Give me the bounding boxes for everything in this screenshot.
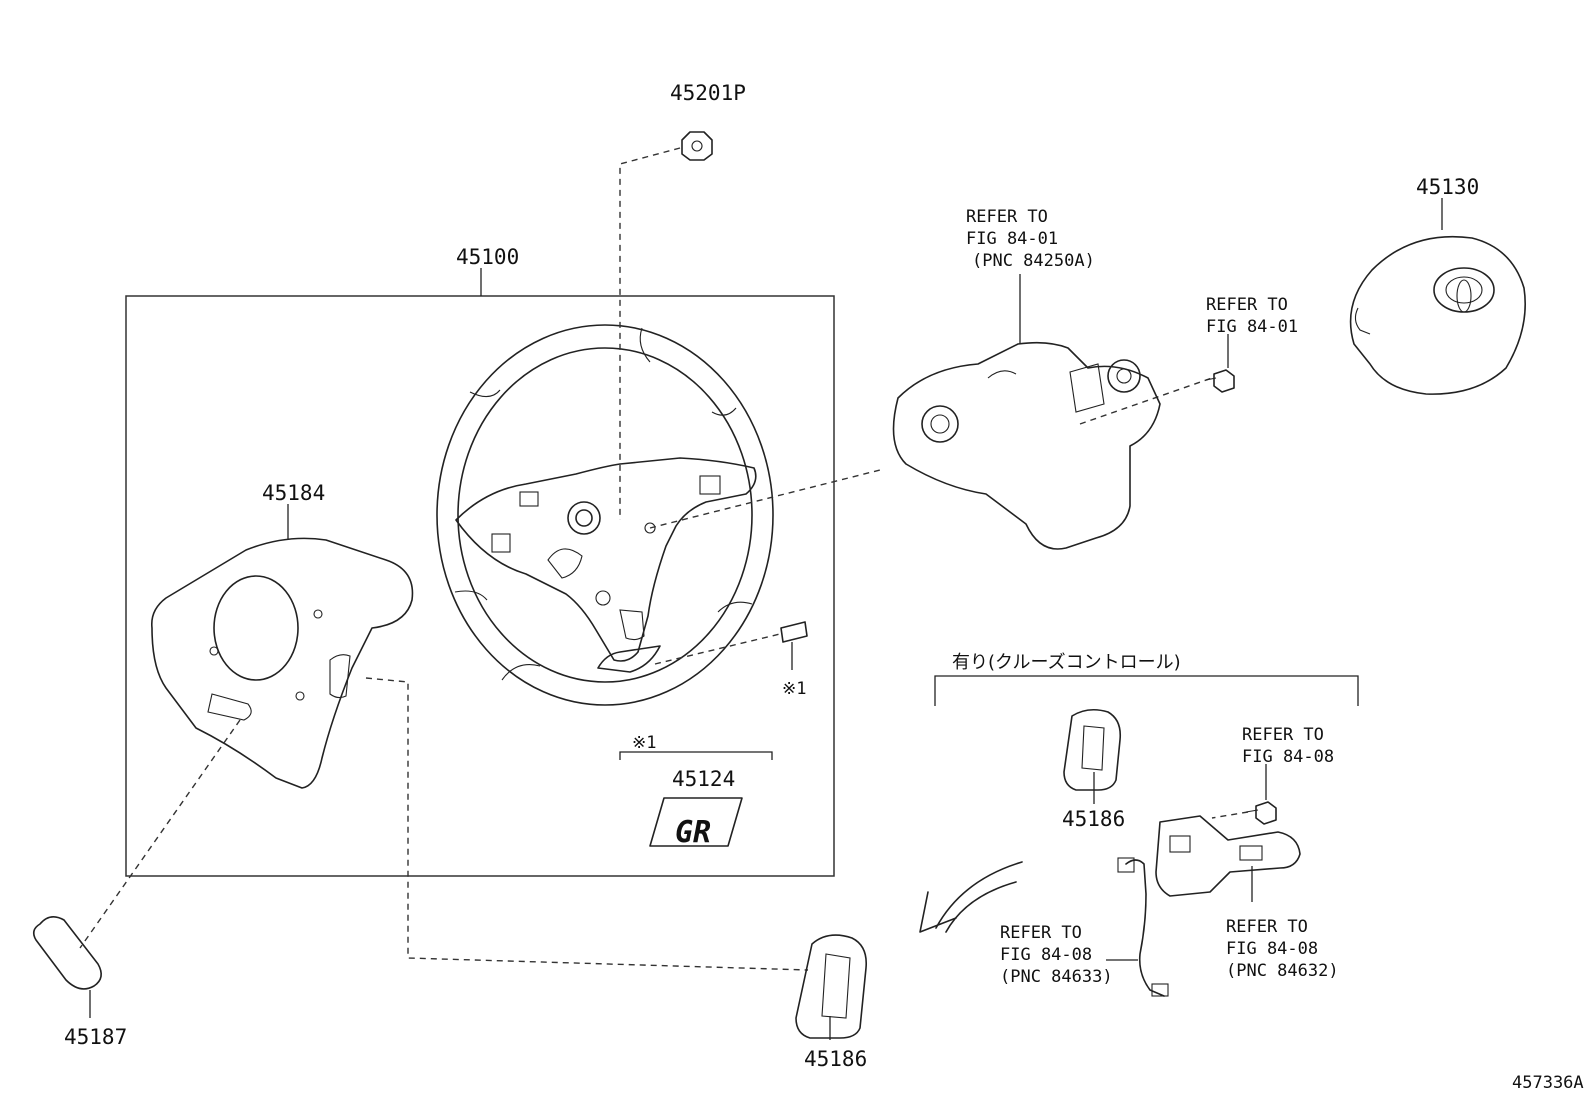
ref-84633-line-3: (PNC 84633) bbox=[1000, 967, 1113, 987]
label-45186-bottom: 45186 bbox=[804, 1047, 867, 1071]
ref-84633: REFER TO FIG 84-08 (PNC 84633) bbox=[1000, 923, 1113, 987]
cap-45187-drawing bbox=[32, 916, 102, 990]
drawing-id: 457336A bbox=[1512, 1073, 1584, 1093]
cruise-switch-drawing bbox=[1155, 815, 1301, 897]
direction-arrow-icon bbox=[919, 861, 1023, 933]
ref-84250A: REFER TO FIG 84-01 (PNC 84250A) bbox=[966, 207, 1095, 271]
marker-1: ※1 bbox=[782, 679, 806, 699]
switch-45186-top-drawing bbox=[1063, 708, 1122, 791]
label-45184: 45184 bbox=[262, 481, 325, 505]
gr-emblem-text: GR bbox=[675, 815, 711, 850]
nut-leader-dashed bbox=[619, 147, 681, 520]
ref-84632-line-2: FIG 84-08 bbox=[1226, 939, 1318, 959]
airbag-45130-drawing bbox=[1349, 235, 1526, 395]
bolt-84-01-drawing bbox=[1205, 369, 1235, 393]
cruise-group-bracket bbox=[934, 675, 1359, 706]
ref-84250A-line-2: FIG 84-01 bbox=[966, 229, 1058, 249]
steering-wheel-assembly-box bbox=[125, 268, 835, 877]
nut-45201P-drawing bbox=[681, 131, 713, 161]
bolt-84-08-drawing bbox=[1245, 801, 1277, 825]
label-45130: 45130 bbox=[1416, 175, 1479, 199]
lower-cover-to-45187-dashed bbox=[79, 719, 241, 949]
label-45187: 45187 bbox=[64, 1025, 127, 1049]
lower-cover-45184-drawing bbox=[150, 537, 414, 789]
cruise-control-group-label: 有り(クルーズコントロール) bbox=[952, 652, 1181, 673]
ref-84-01-bolt-line-1: REFER TO bbox=[1206, 295, 1288, 315]
gr-emblem-drawing: GR bbox=[649, 797, 743, 850]
ref-84632-line-3: (PNC 84632) bbox=[1226, 961, 1339, 981]
ref-84250A-line-1: REFER TO bbox=[966, 207, 1048, 227]
ref-84632: REFER TO FIG 84-08 (PNC 84632) bbox=[1226, 917, 1339, 981]
ref-84-08-bolt-line-1: REFER TO bbox=[1242, 725, 1324, 745]
ref-84-08-bolt-line-2: FIG 84-08 bbox=[1242, 747, 1334, 767]
ref-84-08-bolt: REFER TO FIG 84-08 bbox=[1242, 725, 1334, 767]
marker-1-group: ※1 bbox=[632, 733, 656, 753]
label-45124: 45124 bbox=[672, 767, 735, 791]
bolt-84-08-dashed bbox=[1211, 811, 1249, 819]
ref-84632-line-1: REFER TO bbox=[1226, 917, 1308, 937]
switch-45186-bottom-drawing bbox=[795, 934, 868, 1039]
wire-harness-drawing bbox=[1117, 857, 1169, 997]
ref-84-01-bolt-line-2: FIG 84-01 bbox=[1206, 317, 1298, 337]
hub-to-cover-dashed bbox=[649, 469, 881, 529]
label-45201P: 45201P bbox=[670, 81, 746, 105]
sticker-dashed bbox=[654, 633, 781, 665]
ref-84633-line-1: REFER TO bbox=[1000, 923, 1082, 943]
cover-to-bolt-dashed bbox=[1079, 377, 1213, 425]
steering-wheel-drawing bbox=[436, 324, 808, 706]
ref-84250A-line-3: (PNC 84250A) bbox=[972, 251, 1095, 271]
label-45186-top: 45186 bbox=[1062, 807, 1125, 831]
ref-84633-line-2: FIG 84-08 bbox=[1000, 945, 1092, 965]
ref-84-01-bolt: REFER TO FIG 84-01 bbox=[1206, 295, 1298, 337]
lower-cover-to-45186-dashed bbox=[365, 677, 809, 971]
emblem-group-bracket bbox=[619, 751, 773, 760]
steering-pad-drawing bbox=[892, 341, 1161, 550]
label-45100: 45100 bbox=[456, 245, 519, 269]
